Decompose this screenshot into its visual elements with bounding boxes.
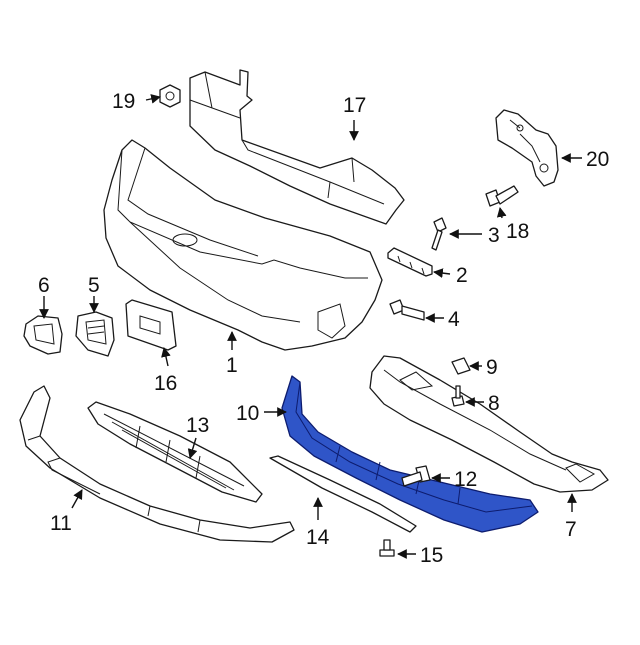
callout-1: 1 bbox=[226, 354, 238, 377]
part-11-lower-valance[interactable] bbox=[19, 385, 295, 543]
part-18-bolt[interactable] bbox=[485, 185, 519, 207]
leader-11 bbox=[71, 489, 83, 509]
part-15-screw[interactable] bbox=[379, 539, 395, 557]
part-6-fog-lamp-bezel-left[interactable] bbox=[23, 315, 63, 355]
part-8-screw[interactable] bbox=[451, 385, 465, 407]
callout-13: 13 bbox=[186, 414, 209, 437]
part-14-trim-strip[interactable] bbox=[269, 455, 417, 533]
part-10-lower-deflector[interactable] bbox=[281, 375, 539, 533]
callout-2: 2 bbox=[456, 264, 468, 287]
leader-lines bbox=[39, 94, 582, 559]
callout-18: 18 bbox=[506, 220, 529, 243]
callout-12: 12 bbox=[454, 468, 477, 491]
leader-2 bbox=[433, 268, 451, 278]
callout-15: 15 bbox=[420, 544, 443, 567]
part-16-license-bracket[interactable] bbox=[125, 299, 177, 351]
part-9-clip[interactable] bbox=[451, 357, 471, 375]
leader-19 bbox=[145, 94, 161, 104]
callout-10: 10 bbox=[236, 402, 259, 425]
callout-20: 20 bbox=[586, 148, 609, 171]
part-20-bracket[interactable] bbox=[495, 109, 559, 187]
callout-9: 9 bbox=[486, 356, 498, 379]
leader-16 bbox=[161, 347, 171, 367]
callout-16: 16 bbox=[154, 372, 177, 395]
leader-18 bbox=[496, 207, 507, 219]
part-12-bolt[interactable] bbox=[401, 465, 431, 487]
leader-13 bbox=[187, 437, 198, 459]
part-5-fog-lamp-bezel-right[interactable] bbox=[75, 311, 115, 357]
part-1-bumper-cover[interactable] bbox=[103, 139, 383, 351]
callout-8: 8 bbox=[488, 392, 500, 415]
part-2-molding[interactable] bbox=[387, 247, 433, 277]
part-7-lower-support[interactable] bbox=[369, 355, 609, 493]
part-3-push-pin[interactable] bbox=[431, 217, 447, 251]
callout-6: 6 bbox=[38, 274, 50, 297]
part-17-upper-reinforcement[interactable] bbox=[189, 69, 405, 225]
callout-14: 14 bbox=[306, 526, 330, 549]
callout-4: 4 bbox=[448, 308, 460, 331]
callout-7: 7 bbox=[565, 518, 577, 541]
callout-19: 19 bbox=[112, 90, 135, 113]
callout-11: 11 bbox=[50, 512, 72, 535]
part-19-nut[interactable] bbox=[159, 84, 181, 108]
callout-labels: 19 17 20 18 3 2 4 6 5 1 16 9 8 10 13 12 … bbox=[38, 90, 609, 567]
callout-3: 3 bbox=[488, 224, 500, 247]
callout-17: 17 bbox=[343, 94, 366, 117]
callout-5: 5 bbox=[88, 274, 100, 297]
part-4-bolt[interactable] bbox=[389, 299, 425, 321]
part-13-lower-grille[interactable] bbox=[87, 401, 263, 503]
